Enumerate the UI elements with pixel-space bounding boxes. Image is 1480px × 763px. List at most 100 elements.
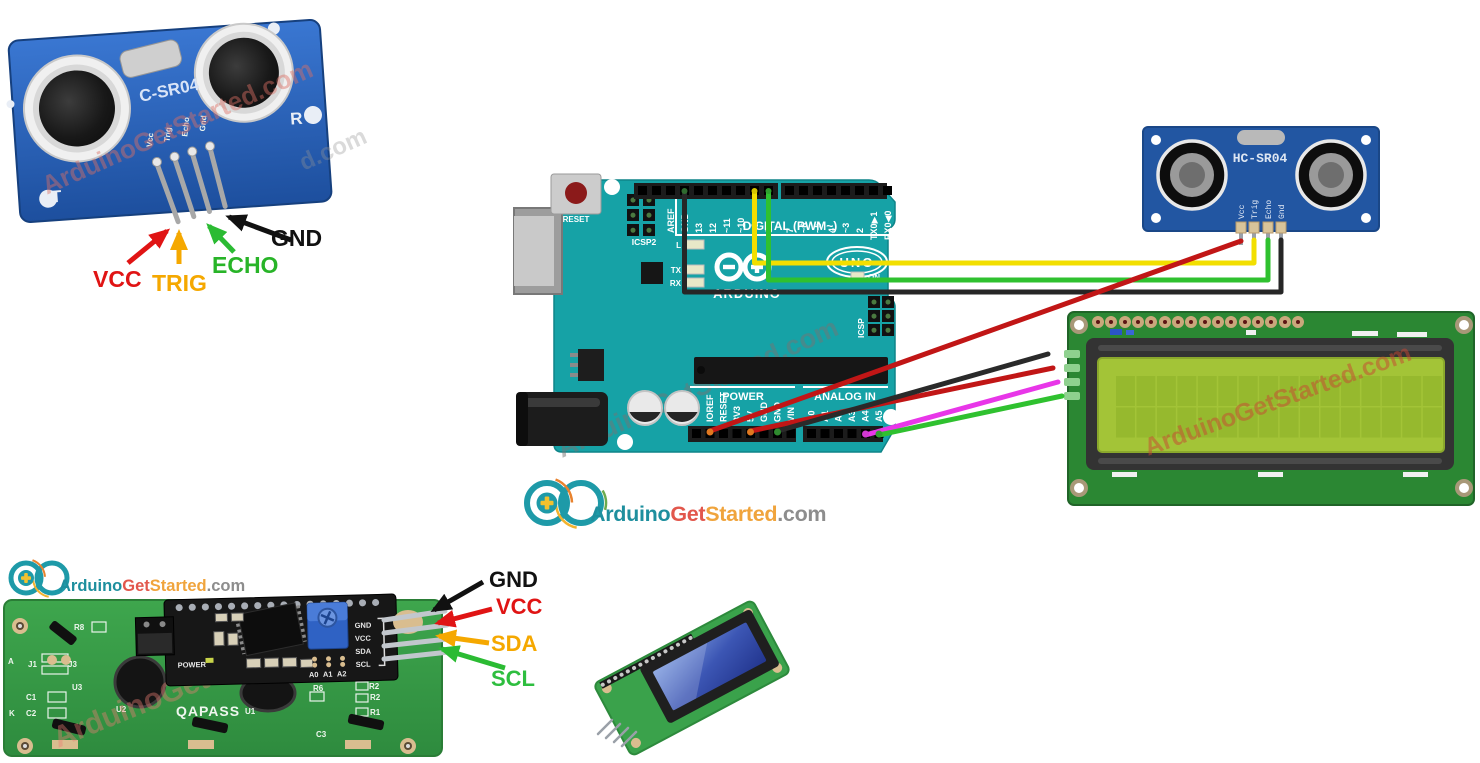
echo-label: ECHO [212,252,278,278]
svg-text:4: 4 [827,228,837,233]
svg-text:A: A [8,657,14,666]
arduino-uno-board: ArduinoGetStarted.com RESET ICSP2 [513,173,901,463]
arduinogetstarted-logo-center: ArduinoGetStarted.com [520,476,827,530]
edge-pads [52,740,371,749]
svg-text:3V3: 3V3 [732,406,742,422]
sensor-t-marking: T [50,187,62,207]
small-lcd-screen [653,622,767,710]
ultrasonic-transducer-left [1156,139,1228,211]
icsp-header [868,296,894,336]
atmega-chip [694,357,888,384]
lcd-silkscreen: A K J1 J3 U3 C1 C2 R8 U2 QAPASS U1 C3 R6… [8,623,381,739]
crystal-oscillator [1237,130,1285,145]
svg-text:A2: A2 [834,410,844,422]
lcd-photo-small [594,600,790,756]
svg-text:A5: A5 [874,410,884,422]
svg-text:K: K [9,709,15,718]
svg-text:~10: ~10 [736,218,746,233]
lcd-wire-pads [1064,350,1080,400]
i2c-vcc-label: VCC [496,594,543,619]
sensor-r-marking: R [290,109,304,129]
echo-wire [766,188,1271,283]
wires [681,188,1284,438]
svg-text:SDA: SDA [355,647,372,656]
hcsr04-pin-label-echo: Echo [1265,200,1274,219]
sensor-pin-silk-labels: Vcc Trig Echo Gnd [145,115,209,148]
svg-text:AREF: AREF [666,208,676,233]
svg-text:C1: C1 [26,693,37,702]
small-chip [641,262,663,284]
i2c-gnd-arrow [430,579,485,613]
sensor-pin-pads [151,141,215,168]
capacitor-left [627,390,663,426]
pin-bracket [377,617,386,667]
pcf8574-chip [234,602,307,657]
backlight-jumper [134,616,175,657]
i2c-gnd-label: GND [489,567,538,592]
analog-section-label: ANALOG IN [814,391,876,403]
lcd-vcc-wire [748,365,1056,434]
svg-text:RESET: RESET [719,391,729,422]
lcd-16x2-module: ArduinoGetStarted.com [1064,311,1475,506]
svg-text:VIN: VIN [786,407,796,422]
svg-text:R1: R1 [370,708,381,717]
hcsr04-pin-label-vcc: Vcc [1238,204,1247,219]
wire-junction-dots [681,188,883,438]
icsp2-header [627,194,655,236]
power-led [205,657,214,663]
svg-text:IOREF: IOREF [705,394,715,422]
backlight-hole-left [113,655,167,709]
usb-connector [513,207,563,295]
svg-text:7: 7 [785,228,795,233]
svg-text:R6: R6 [313,684,324,693]
lcd-header-holes [1092,316,1304,328]
svg-text:~5: ~5 [813,223,823,233]
led-label-tx: TX [671,266,682,275]
sensor-annotations: VCC TRIG ECHO GND [93,214,322,296]
svg-text:U3: U3 [72,683,83,692]
svg-text:R2: R2 [369,682,380,691]
lcd-scl-wire [876,393,1065,438]
i2c-annotations: GND VCC SDA SCL [430,567,543,691]
svg-text:Gnd: Gnd [198,115,209,132]
lcd-gnd-wire [775,351,1051,434]
svg-text:Trig: Trig [163,127,173,143]
svg-text:R2: R2 [370,693,381,702]
i2c-sda-label: SDA [491,631,538,656]
svg-text:C3: C3 [316,730,327,739]
svg-text:13: 13 [694,223,704,233]
svg-text:R8: R8 [74,623,85,632]
svg-text:~11: ~11 [722,218,732,233]
qapass-marking: QAPASS [176,703,240,719]
lcd-sda-wire [863,379,1061,438]
module-passives [213,612,314,669]
vcc-arrow [126,228,171,265]
svg-text:12: 12 [708,223,718,233]
logo-wordmark: ArduinoGetStarted.com [590,502,826,526]
svg-text:U2: U2 [116,705,127,714]
hcsr04-pin-label-trig: Trig [1251,200,1260,219]
reset-button[interactable] [550,173,602,215]
lcd-corner-holes [1070,316,1473,497]
svg-text:A2: A2 [337,669,347,678]
digital-pin-labels: AREF GND 13 12 ~11 ~10 ~9 8 7 ~6 ~5 4 ~3… [666,208,893,240]
hcsr04-title: HC-SR04 [1233,151,1288,166]
hcsr04-photo: C-SR04 T R Vcc Trig Echo Gnd Arduino [6,19,371,296]
led-label-rx: RX [670,279,682,288]
photo-logo: ArduinoGetStarted.com [6,558,245,598]
gnd-label: GND [271,225,322,251]
led-label-l: L [676,241,681,250]
pcb-footprints [41,621,369,719]
svg-text:Echo: Echo [180,117,191,138]
module-pin-labels: GND VCC SDA SCL [355,621,372,669]
i2c-backpack-module: POWER A0 A1 A2 GND VCC SDA SCL [134,593,399,687]
icsp-label: ICSP [856,318,866,338]
i2c-sda-arrow [435,629,490,648]
digital-header [634,183,892,199]
photo-logo-wordmark: ArduinoGetStarted.com [59,577,245,595]
contrast-potentiometer[interactable] [306,601,349,650]
icsp2-label: ICSP2 [632,237,657,247]
vcc-label: VCC [93,266,142,292]
